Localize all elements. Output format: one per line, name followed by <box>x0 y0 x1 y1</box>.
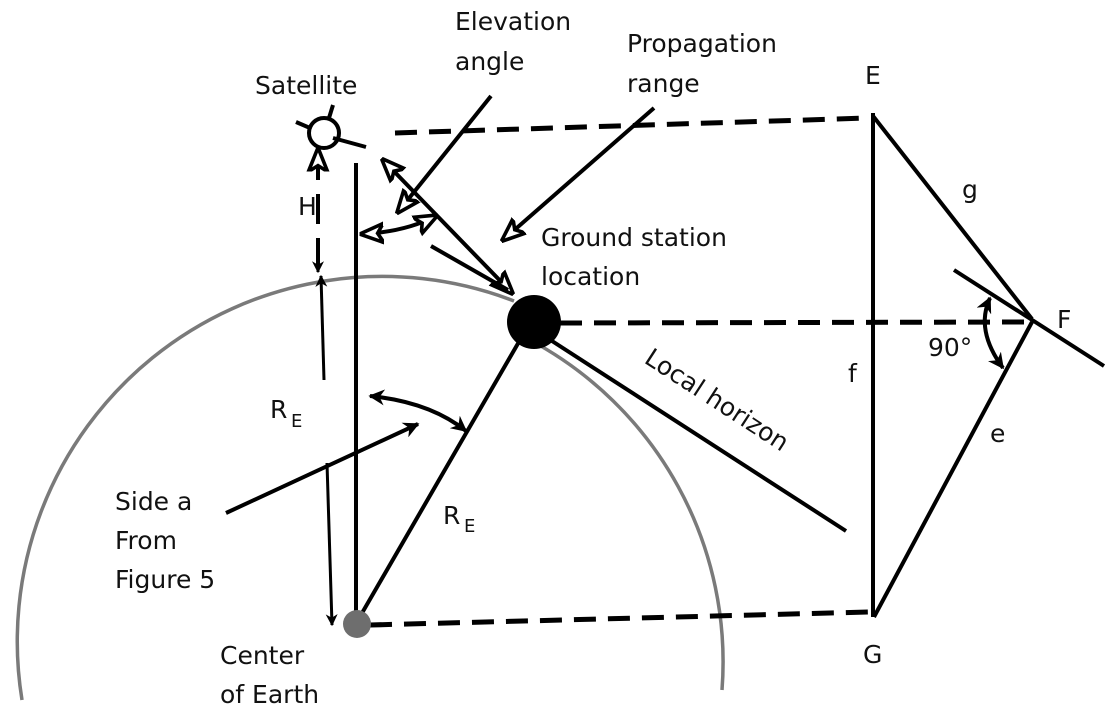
earth-radius-left-arrow <box>315 274 328 381</box>
earth-radius-line <box>356 338 522 622</box>
vertex-g-label: G <box>863 640 882 669</box>
ground-station-label-2: location <box>541 262 640 291</box>
local-horizon-line <box>533 328 848 533</box>
horizon-upper-segment <box>430 244 509 292</box>
right-angle-label: 90° <box>928 333 972 362</box>
side-a-down-arrow <box>325 462 338 627</box>
elevation-angle-label-1: Elevation <box>455 7 571 36</box>
ground-station-marker <box>507 295 561 349</box>
tangent-line-f <box>952 268 1106 368</box>
earth-radius-left-subscript: E <box>291 411 302 432</box>
propagation-pointer-arrow <box>503 106 656 240</box>
right-angle-arc <box>976 296 1005 370</box>
earth-radius-mid-subscript: E <box>464 516 475 537</box>
local-horizon-label: Local horizon <box>640 343 794 457</box>
side-g-label: g <box>962 175 978 204</box>
satellite-label: Satellite <box>255 71 357 100</box>
central-angle-arc <box>368 389 468 433</box>
earth-radius-mid-label: R <box>443 501 460 530</box>
center-of-earth-marker <box>343 610 371 638</box>
side-g-line <box>871 114 1034 321</box>
propagation-range-label-1: Propagation <box>627 29 777 58</box>
elevation-angle-arc <box>362 216 436 234</box>
vertex-e-label: E <box>865 61 881 90</box>
propagation-range-label-2: range <box>627 69 700 98</box>
side-a-label-3: Figure 5 <box>115 565 215 594</box>
dashed-station-to-f <box>559 319 1031 326</box>
side-a-label-2: From <box>115 526 177 555</box>
propagation-range-line <box>383 160 512 293</box>
dashed-center-to-g <box>369 609 869 628</box>
earth-radius-left-label: R <box>270 395 287 424</box>
ground-station-label-1: Ground station <box>541 223 727 252</box>
altitude-label: H <box>298 192 317 221</box>
vertex-f-label: F <box>1057 305 1071 334</box>
satellite-icon <box>295 104 367 150</box>
elevation-angle-label-2: angle <box>455 47 524 76</box>
elevation-pointer-arrow <box>398 94 493 212</box>
side-a-label-1: Side a <box>115 487 192 516</box>
center-of-earth-label-1: Center <box>220 641 305 670</box>
center-of-earth-label-2: of Earth <box>220 680 319 709</box>
side-e-label: e <box>990 419 1005 448</box>
side-a-pointer-arrow <box>225 422 420 515</box>
side-e-line <box>872 321 1034 618</box>
dashed-satellite-to-e <box>394 115 869 136</box>
side-f-label: f <box>848 359 858 388</box>
